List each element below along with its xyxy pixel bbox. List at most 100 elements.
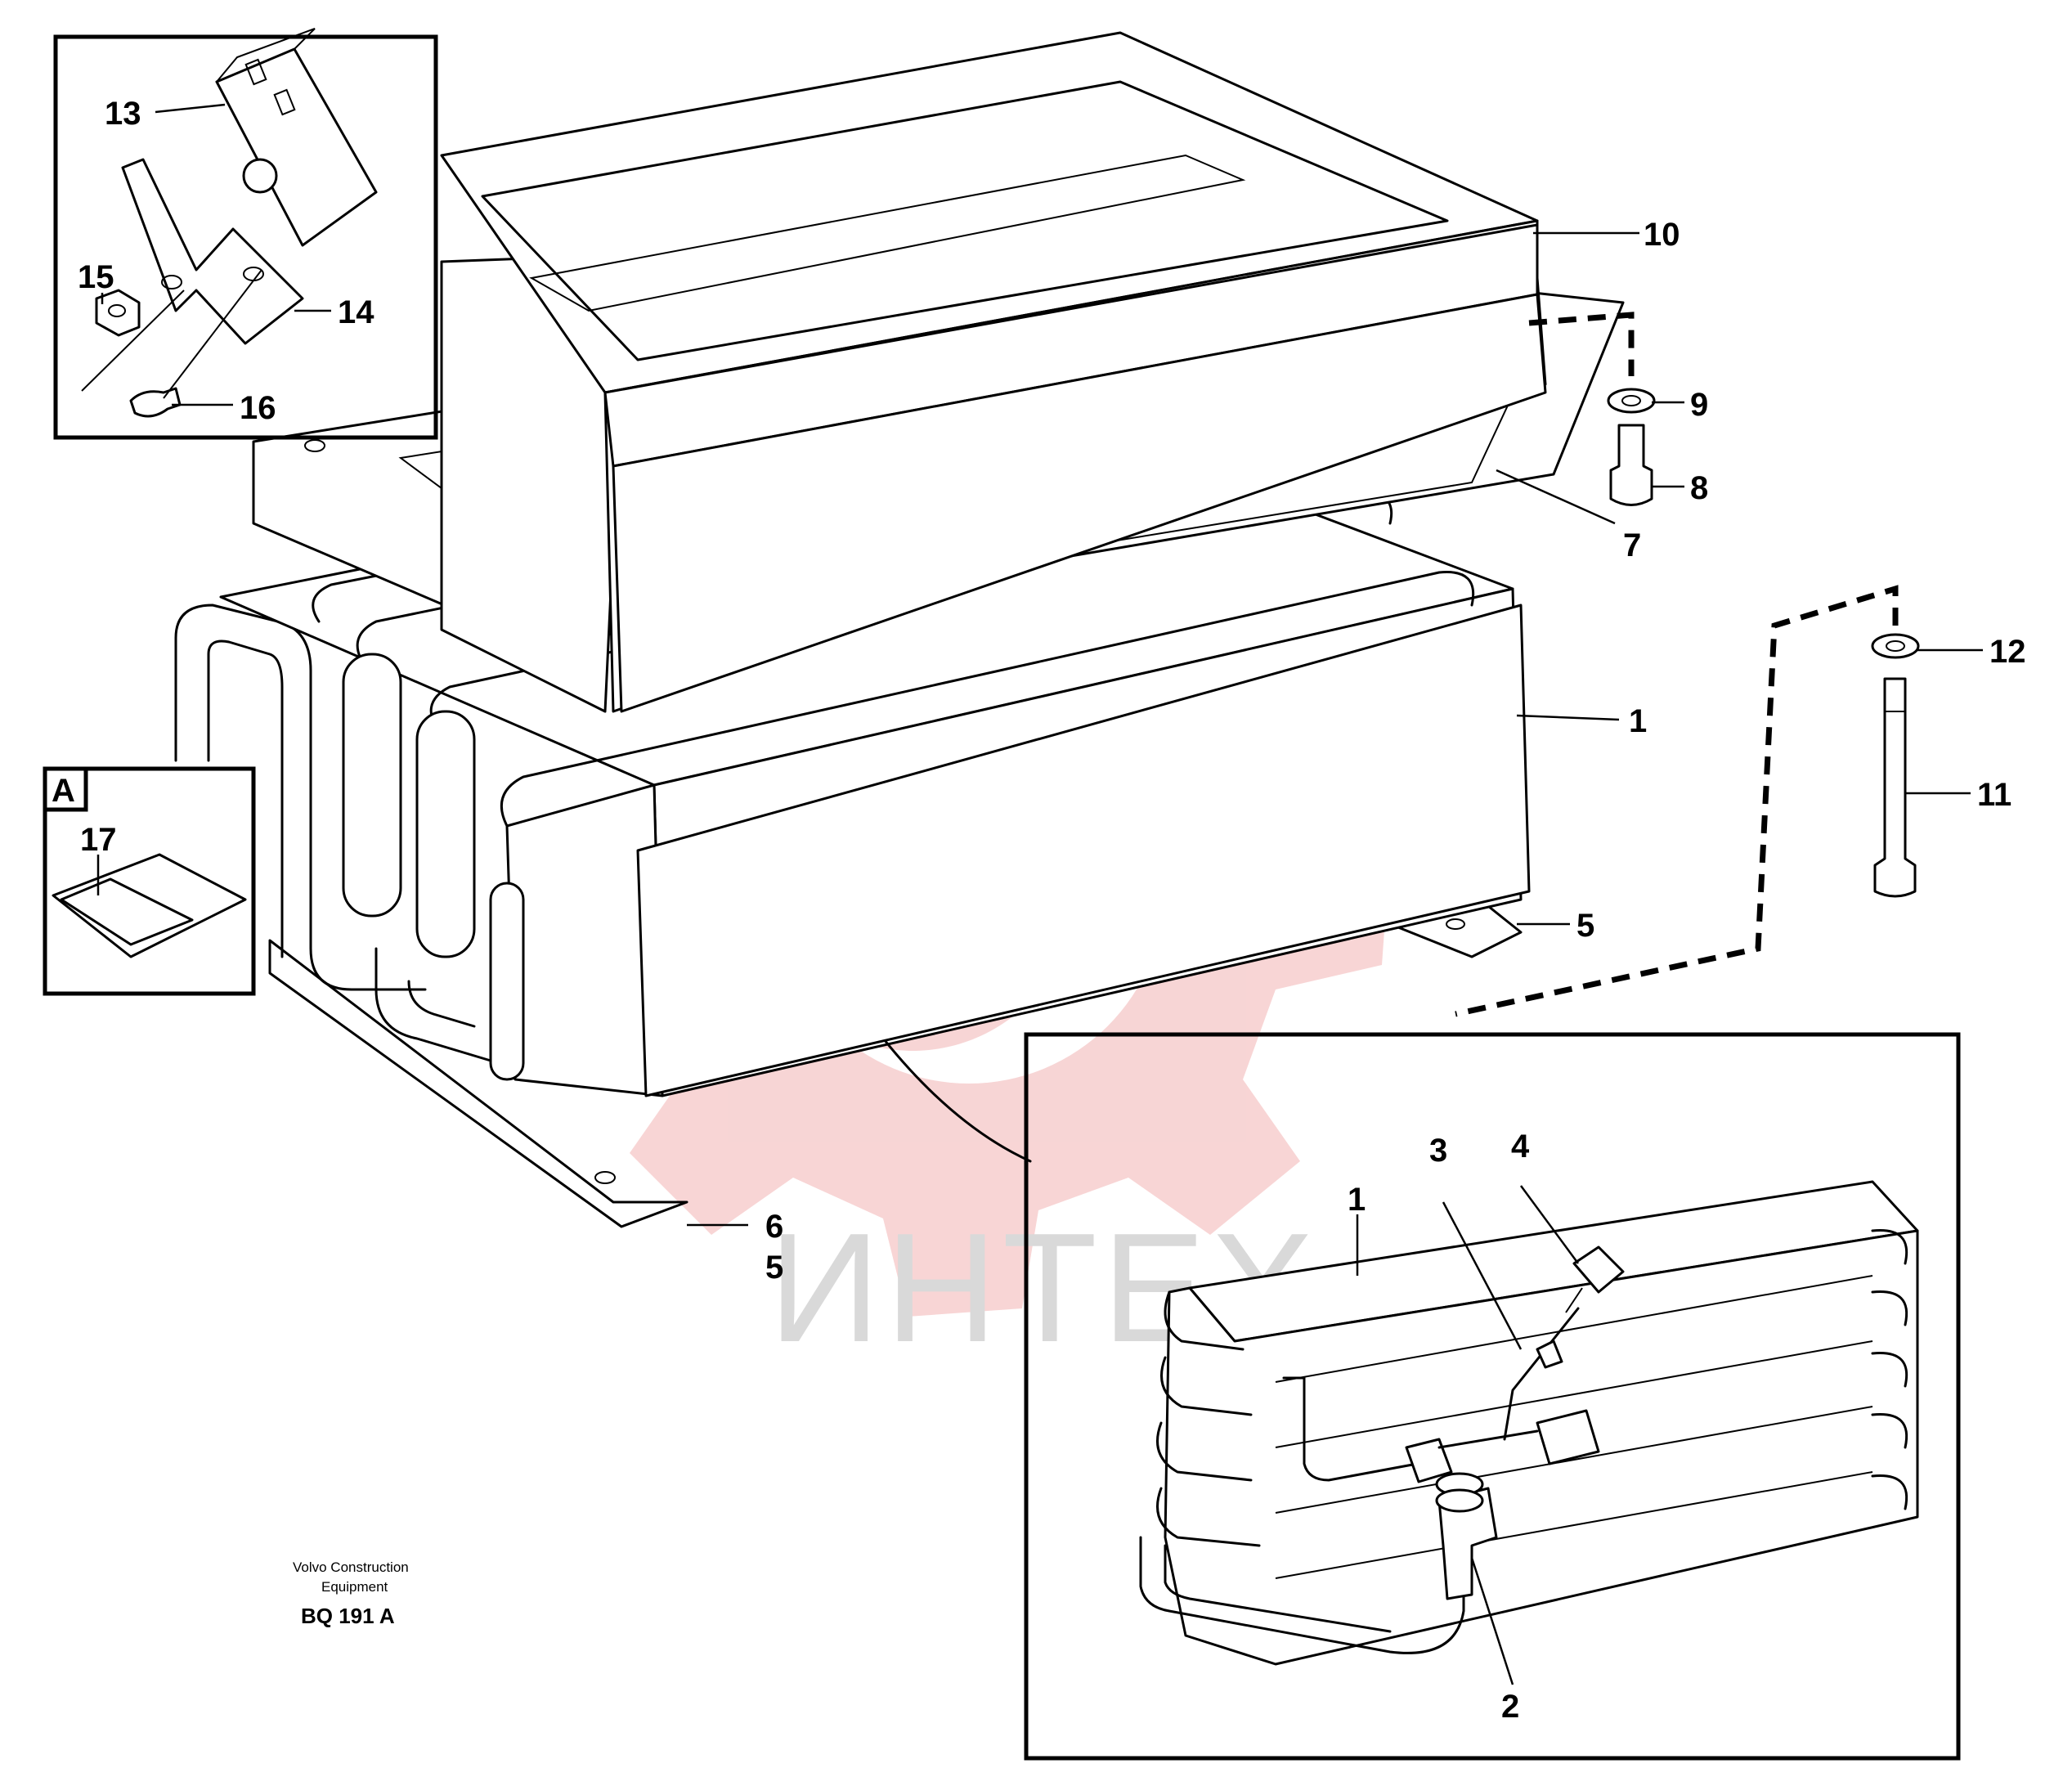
thermostat-13-top bbox=[216, 28, 316, 83]
foot-bracket-hole bbox=[1446, 918, 1465, 930]
evap-bend-r4 bbox=[1871, 1413, 1908, 1449]
nut-15-hole bbox=[108, 304, 126, 317]
coil-loop-4 bbox=[312, 415, 1179, 623]
leader-d4 bbox=[1519, 1185, 1580, 1264]
inset-a-tag: A bbox=[52, 773, 75, 809]
thermostat-terminal-2 bbox=[273, 88, 296, 116]
washer-9 bbox=[1607, 388, 1656, 414]
nut-15 bbox=[95, 289, 141, 337]
evap-bend-r2 bbox=[1871, 1290, 1908, 1326]
thermostat-sensor-port bbox=[242, 158, 278, 194]
part-label-7: 7 bbox=[1623, 527, 1641, 563]
bracket-14 bbox=[121, 158, 304, 345]
capillary-fitting bbox=[1536, 1340, 1563, 1369]
evap-fin-2 bbox=[1275, 1340, 1873, 1448]
part-label-5-right: 5 bbox=[1576, 908, 1594, 944]
part-label-16: 16 bbox=[240, 390, 276, 426]
dash-line-9 bbox=[1528, 312, 1635, 376]
bolt-8 bbox=[1609, 424, 1653, 506]
leader-1 bbox=[1516, 714, 1620, 721]
company-line-2: Equipment bbox=[321, 1579, 388, 1595]
evaporator-coil-side bbox=[505, 783, 664, 1097]
frame-box-body bbox=[612, 293, 1547, 713]
part-labels: 1 2 3 4 5 5 6 7 8 9 10 11 12 13 14 15 16… bbox=[78, 96, 2026, 1725]
leader-d3 bbox=[1442, 1201, 1523, 1350]
fitting-right bbox=[1536, 1409, 1600, 1465]
part-label-6: 6 bbox=[765, 1209, 783, 1245]
part-label-8: 8 bbox=[1690, 470, 1708, 506]
left-pipe-inner bbox=[207, 639, 284, 958]
part-label-12: 12 bbox=[1989, 634, 2026, 670]
inset-thermostat-frame bbox=[53, 34, 438, 440]
evap-fin-3 bbox=[1275, 1406, 1873, 1514]
expansion-valve-2 bbox=[1437, 1487, 1498, 1600]
part-label-2: 2 bbox=[1501, 1689, 1519, 1725]
coil-tube-3 bbox=[342, 653, 402, 918]
part-17-pad bbox=[60, 877, 194, 946]
nut-15-axis bbox=[81, 289, 185, 392]
evap-left-pipe bbox=[1282, 1376, 1441, 1482]
fitting-nut bbox=[1405, 1438, 1453, 1483]
leader-13 bbox=[155, 103, 226, 114]
evap-bend-4 bbox=[1156, 1487, 1261, 1547]
inset-a-frame bbox=[43, 766, 256, 996]
coil-loop-1 bbox=[500, 571, 1475, 828]
inset-a-tag-box bbox=[43, 766, 88, 812]
part-label-10: 10 bbox=[1644, 217, 1680, 253]
leader-lines bbox=[101, 103, 1983, 1685]
part-label-11: 11 bbox=[1977, 777, 2011, 813]
part-label-1-detail: 1 bbox=[1348, 1182, 1366, 1218]
inset-evaporator bbox=[1024, 1032, 1961, 1761]
coil-tube-1 bbox=[489, 882, 525, 1081]
bolt-11 bbox=[1873, 677, 1917, 898]
footer: Volvo Construction Equipment BQ 191 A bbox=[293, 1559, 409, 1628]
part-label-3: 3 bbox=[1429, 1133, 1447, 1169]
frame-box-top-inner bbox=[481, 80, 1449, 361]
evap-detail-body bbox=[1164, 1229, 1919, 1666]
part-label-5-bottom: 5 bbox=[765, 1250, 783, 1286]
bracket-hole bbox=[594, 1171, 616, 1184]
left-pipe-lower-inner bbox=[407, 980, 476, 1028]
part-label-4: 4 bbox=[1511, 1129, 1530, 1164]
left-pipe-outer bbox=[174, 604, 427, 991]
company-line-1: Volvo Construction bbox=[293, 1559, 409, 1575]
fitting-tube bbox=[1437, 1429, 1539, 1449]
part-label-1: 1 bbox=[1629, 703, 1647, 739]
evap-fin-1 bbox=[1275, 1275, 1873, 1383]
coil-tube-2 bbox=[415, 710, 476, 958]
left-pipe-lower bbox=[374, 947, 500, 1065]
leader-7 bbox=[1496, 469, 1616, 525]
washer-12 bbox=[1871, 633, 1920, 659]
evap-fin-4 bbox=[1275, 1471, 1873, 1579]
part-label-13: 13 bbox=[105, 96, 141, 132]
capillary-3 bbox=[1503, 1307, 1580, 1441]
evap-bend-2 bbox=[1160, 1356, 1253, 1416]
inset-evaporator-frame bbox=[1024, 1032, 1961, 1761]
dash-line-11 bbox=[1455, 585, 1899, 1017]
frame-box-crossbar bbox=[529, 154, 1246, 312]
evap-bend-r3 bbox=[1871, 1352, 1908, 1388]
inset-thermostat bbox=[53, 28, 438, 440]
part-label-14: 14 bbox=[338, 294, 374, 330]
evap-bend-r5 bbox=[1871, 1474, 1908, 1510]
thermostat-13 bbox=[215, 47, 378, 247]
main-assembly bbox=[174, 31, 1920, 1228]
evap-bend-r1 bbox=[1871, 1229, 1908, 1265]
evap-bend-1 bbox=[1164, 1290, 1245, 1351]
thermostat-terminal-1 bbox=[244, 58, 267, 86]
bottom-bracket bbox=[268, 939, 688, 1228]
screw-16 bbox=[129, 387, 182, 418]
part-label-9: 9 bbox=[1690, 387, 1708, 423]
part-label-17: 17 bbox=[80, 822, 117, 858]
cap-stem bbox=[1565, 1287, 1583, 1313]
leader-d2 bbox=[1470, 1557, 1514, 1685]
valve-ring-2 bbox=[1435, 1488, 1484, 1513]
evap-lower-pipe-inner bbox=[1164, 1544, 1392, 1633]
screw-16-axis bbox=[163, 269, 262, 399]
drawing-id: BQ 191 A bbox=[301, 1604, 395, 1628]
washer-12-hole bbox=[1886, 640, 1905, 652]
evap-lower-pipe bbox=[1139, 1536, 1465, 1654]
front-cover-plate bbox=[636, 604, 1531, 1097]
valve-cap-4 bbox=[1572, 1245, 1625, 1294]
